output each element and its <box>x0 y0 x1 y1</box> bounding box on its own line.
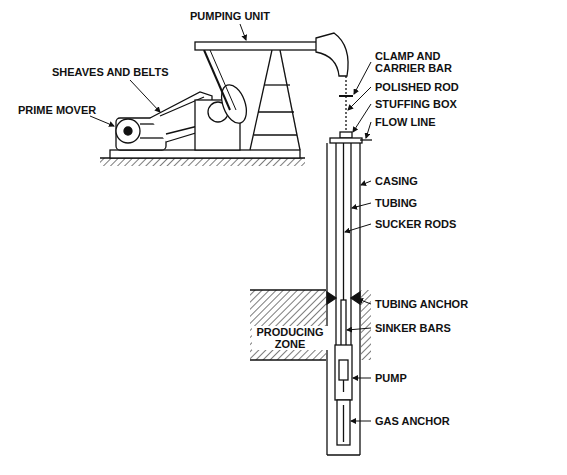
part-label: PUMPING UNIT <box>190 10 270 22</box>
part-label: STUFFING BOX <box>375 98 457 110</box>
part-label: FLOW LINE <box>375 116 436 128</box>
part-label: PUMP <box>375 372 407 384</box>
part-label: CASING <box>375 175 418 187</box>
part-label: SINKER BARS <box>375 322 451 334</box>
part-label: GAS ANCHOR <box>375 415 450 427</box>
part-label: SHEAVES AND BELTS <box>52 66 169 78</box>
part-label: TUBING ANCHOR <box>375 298 468 310</box>
part-label: POLISHED ROD <box>375 81 459 93</box>
part-label: TUBING <box>375 197 417 209</box>
part-label: CLAMP AND CARRIER BAR <box>375 50 457 74</box>
part-label: SUCKER RODS <box>375 218 456 230</box>
part-label: PRODUCING ZONE <box>252 326 328 350</box>
part-label: PRIME MOVER <box>18 104 96 116</box>
